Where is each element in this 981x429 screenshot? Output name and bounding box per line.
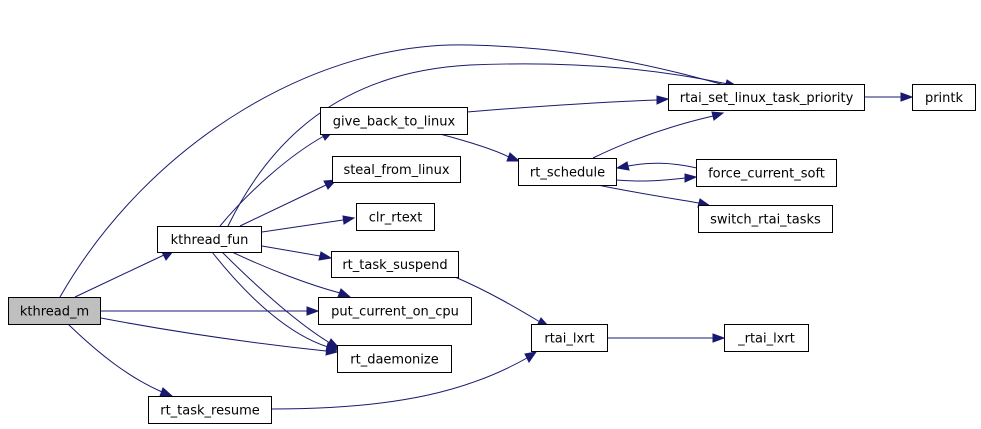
node-box (356, 203, 435, 231)
node-box (337, 345, 452, 373)
node-label: printk (925, 91, 964, 106)
node-rt_schedule[interactable]: rt_schedule (518, 158, 617, 186)
node-label: put_current_on_cpu (331, 305, 459, 320)
node-box (518, 158, 617, 186)
node-label: rt_schedule (530, 166, 605, 181)
node-label: clr_rtext (369, 211, 423, 226)
node-rtai_set_linux_task_priority[interactable]: rtai_set_linux_task_priority (668, 84, 865, 111)
edge-arrowhead (524, 351, 538, 363)
node-box (320, 107, 468, 135)
edge-kthread_fun-put_current_on_cpu (231, 251, 341, 294)
node-label: steal_from_linux (343, 163, 449, 178)
node-label: rtai_lxrt (544, 332, 594, 347)
node-box (912, 84, 976, 111)
edge-kthread_fun-rt_task_suspend (261, 245, 321, 257)
node-box (531, 324, 608, 352)
node-label: kthread_fun (171, 233, 249, 248)
edge-give_back_to_linux-rt_schedule (439, 133, 510, 158)
edge-arrowhead (325, 342, 340, 352)
node-rt_task_resume[interactable]: rt_task_resume (148, 396, 272, 424)
edge-rt_task_resume-rtai_lxrt (270, 357, 528, 410)
node-box (668, 84, 865, 111)
node-box (318, 297, 472, 325)
edge-arrowhead (656, 95, 670, 105)
node-box (698, 205, 833, 233)
edge-arrowhead (306, 306, 320, 316)
edge-kthread_m-kthread_fun (74, 254, 165, 298)
edge-kthread_fun-give_back_to_linux (219, 135, 325, 227)
edge-arrowhead (615, 161, 630, 171)
node-switch_rtai_tasks[interactable]: switch_rtai_tasks (698, 205, 833, 233)
edge-rt_schedule-switch_rtai_tasks (592, 183, 700, 204)
node-label: switch_rtai_tasks (710, 213, 821, 228)
edge-arrowhead (159, 387, 174, 397)
node-_rtai_lxrt[interactable]: _rtai_lxrt (724, 324, 809, 352)
node-rtai_lxrt[interactable]: rtai_lxrt (531, 324, 608, 352)
node-label: rt_task_suspend (342, 258, 447, 273)
edge-rt_schedule-rtai_set_linux_task_priority (592, 115, 714, 159)
node-clr_rtext[interactable]: clr_rtext (356, 203, 435, 231)
edge-arrowhead (684, 173, 698, 183)
edge-kthread_m-rtai_set_linux_task_priority (59, 44, 729, 298)
edge-arrowhead (900, 92, 914, 102)
node-label: rtai_set_linux_task_priority (680, 91, 854, 106)
node-box (332, 156, 461, 183)
node-label: rt_daemonize (350, 353, 438, 368)
edge-kthread_fun-clr_rtext (261, 219, 344, 233)
edge-kthread_fun-rtai_set_linux_task_priority (227, 63, 729, 227)
node-give_back_to_linux[interactable]: give_back_to_linux (320, 107, 468, 135)
node-label: rt_task_resume (160, 404, 260, 419)
node-box (8, 297, 101, 325)
edge-arrowhead (506, 152, 521, 162)
edge-arrowhead (711, 111, 725, 121)
edge-arrowhead (337, 288, 352, 298)
edge-arrowhead (342, 215, 356, 225)
node-steal_from_linux[interactable]: steal_from_linux (332, 156, 461, 183)
node-printk[interactable]: printk (912, 84, 976, 111)
node-label: force_current_soft (708, 167, 825, 182)
edge-rt_schedule-force_current_soft (615, 177, 686, 182)
edge-kthread_fun-steal_from_linux (239, 184, 327, 227)
node-kthread_fun[interactable]: kthread_fun (157, 226, 262, 253)
node-box (148, 396, 272, 424)
node-put_current_on_cpu[interactable]: put_current_on_cpu (318, 297, 472, 325)
node-box (724, 324, 809, 352)
edge-rt_task_suspend-rtai_lxrt (454, 276, 541, 323)
node-kthread_m[interactable]: kthread_m (8, 297, 101, 325)
edge-give_back_to_linux-rtai_set_linux_task_priority (466, 99, 658, 113)
node-label: give_back_to_linux (333, 115, 456, 130)
edge-force_current_soft-rt_schedule (627, 162, 698, 169)
node-label: kthread_m (20, 305, 89, 320)
edge-kthread_fun-rt_daemonize (221, 251, 331, 344)
node-label: _rtai_lxrt (737, 332, 795, 347)
node-box (157, 226, 262, 253)
node-force_current_soft[interactable]: force_current_soft (696, 159, 837, 187)
edge-kthread_m-rt_task_resume (67, 323, 163, 393)
node-box (696, 159, 837, 187)
node-rt_task_suspend[interactable]: rt_task_suspend (331, 251, 459, 278)
node-box (331, 251, 459, 278)
edge-arrowhead (712, 333, 726, 343)
edge-kthread_fun-rt_daemonize-2 (211, 251, 329, 348)
node-rt_daemonize[interactable]: rt_daemonize (337, 345, 452, 373)
edge-arrowhead (318, 251, 333, 261)
edge-kthread_m-rt_daemonize (100, 317, 327, 352)
